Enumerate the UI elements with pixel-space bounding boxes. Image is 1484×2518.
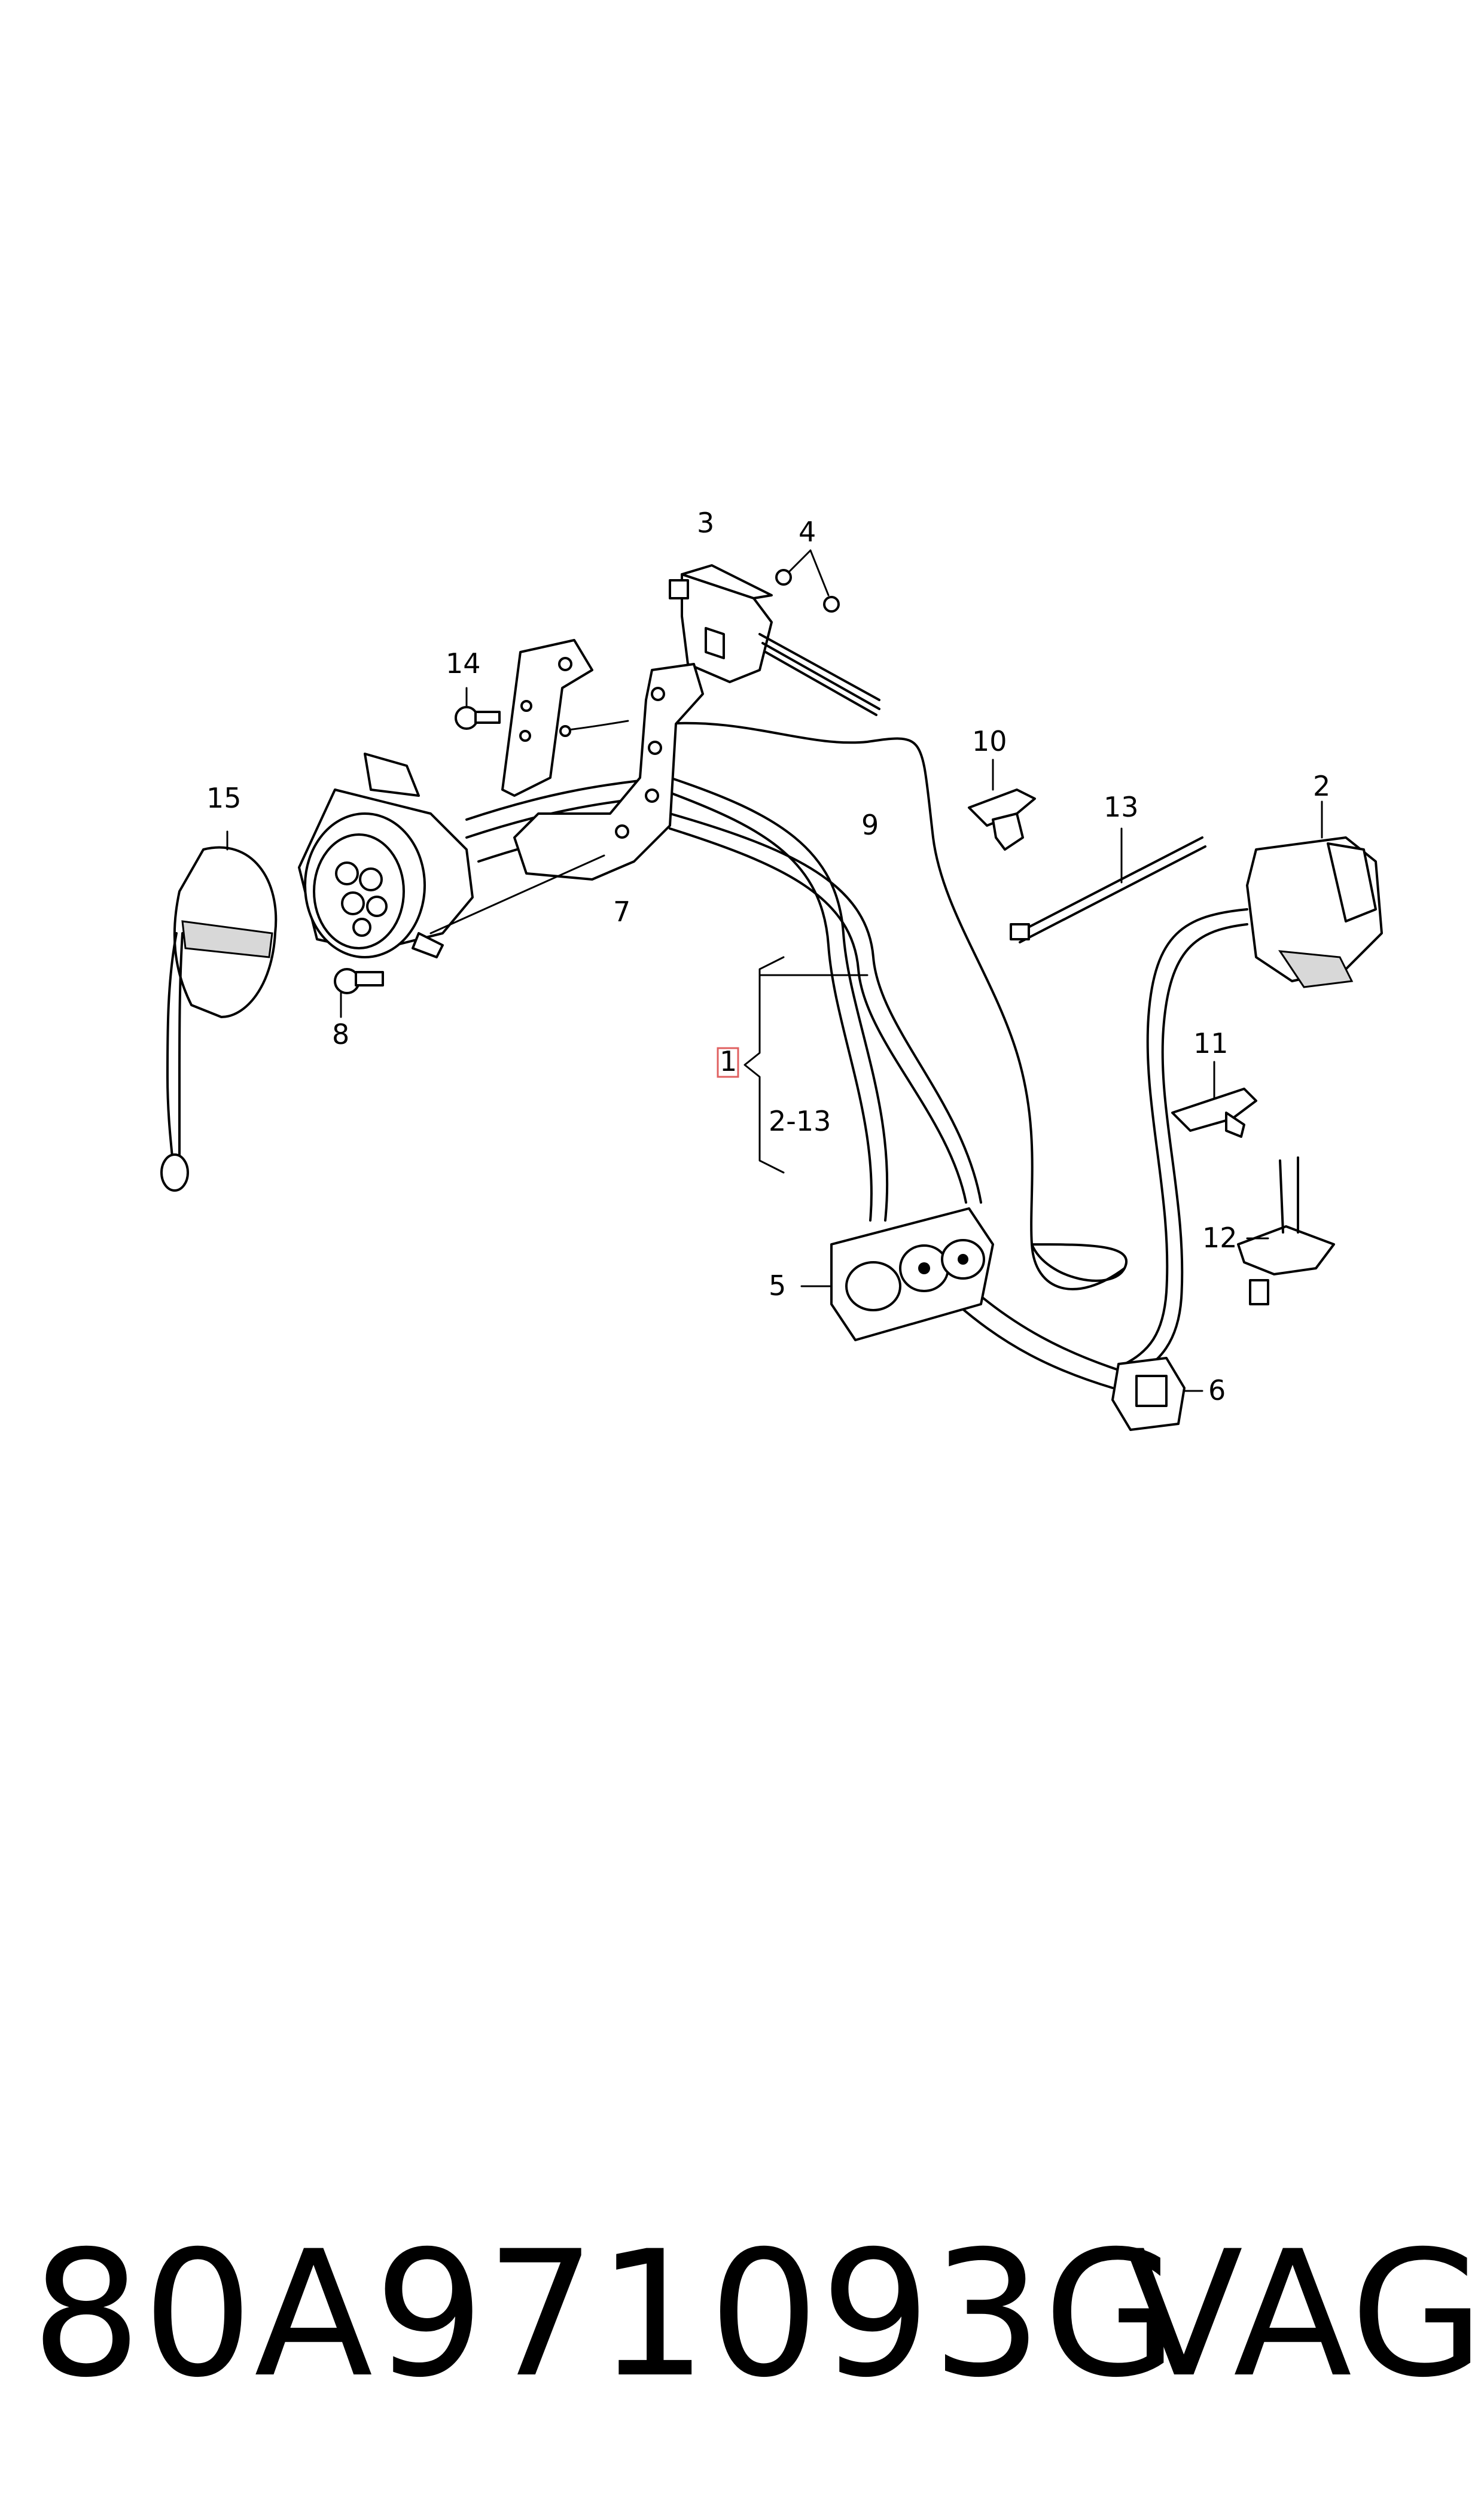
callout-14: 14 (446, 647, 481, 680)
clip-10 (968, 759, 1036, 851)
clip-11 (1171, 1061, 1257, 1138)
connector-2 (1246, 800, 1383, 988)
callout-5: 5 (769, 1269, 786, 1302)
callout-12: 12 (1202, 1222, 1238, 1254)
bracket-7 (513, 663, 704, 881)
callout-4: 4 (799, 516, 816, 548)
grommet-5 (800, 1207, 994, 1341)
callout-1-range: 2-13 (769, 1105, 831, 1137)
callout-7: 7 (613, 896, 630, 928)
screw-8 (334, 968, 384, 1018)
callout-1-highlight (717, 1047, 739, 1078)
cap-15 (160, 830, 278, 1192)
screws-4 (775, 549, 840, 613)
callout-8: 8 (332, 1018, 349, 1051)
part-number: 80A971093G (31, 2214, 1180, 2416)
callout-3: 3 (697, 507, 714, 539)
cable-tie-13 (1010, 827, 1206, 943)
callout-9: 9 (861, 809, 879, 841)
connector-6 (1111, 1357, 1203, 1431)
bracket-14 (455, 639, 593, 797)
callout-10: 10 (972, 725, 1007, 757)
cable-to-connector (956, 908, 1248, 1389)
charging-socket (298, 753, 605, 958)
range-bracket-1 (717, 956, 869, 1174)
callout-1: 1 (720, 1045, 737, 1077)
brand-label: VAG (1125, 2214, 1484, 2416)
callout-labels: 1 2-13 2 3 4 5 6 7 8 9 10 13 11 12 14 15 (206, 507, 1330, 1406)
callout-6: 6 (1208, 1374, 1226, 1406)
control-unit-3 (669, 564, 880, 716)
callout-11-13: 13 (1104, 791, 1139, 823)
callout-11: 11 (1193, 1027, 1229, 1059)
main-cable-bundle (465, 777, 982, 1222)
cable-9 (663, 721, 1128, 1290)
callout-15: 15 (206, 782, 242, 814)
callout-2: 2 (1313, 770, 1330, 802)
bracket-12 (1237, 1156, 1335, 1305)
